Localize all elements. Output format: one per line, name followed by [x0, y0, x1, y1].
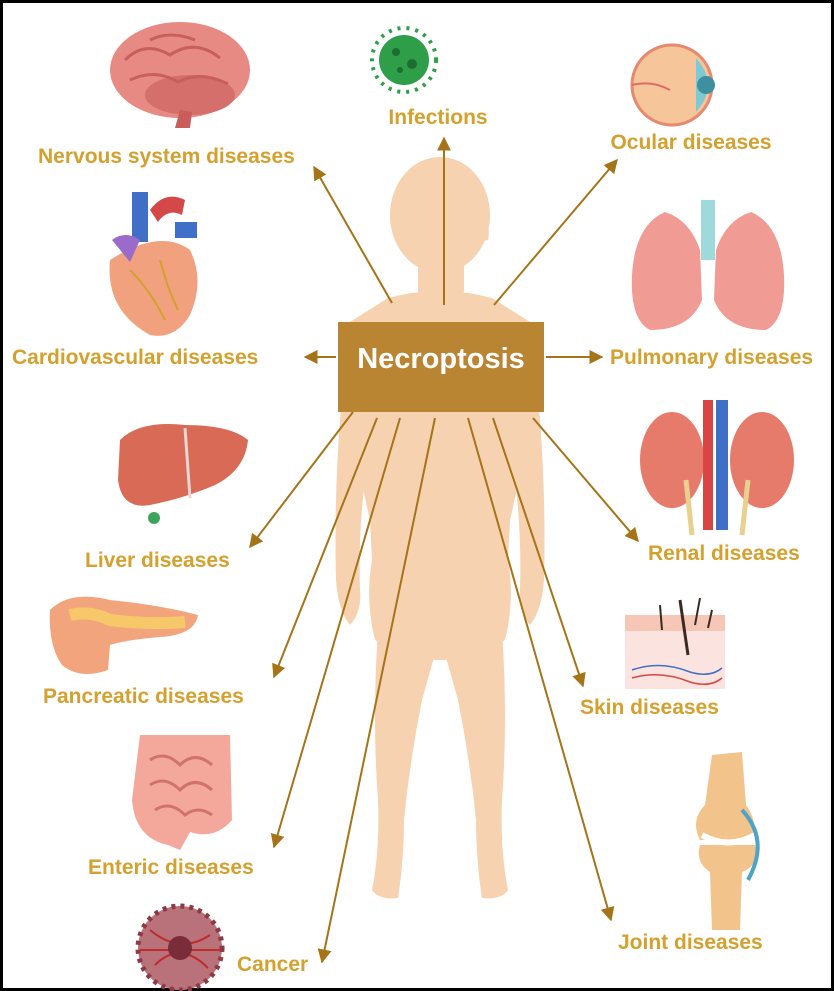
- label-infections: Infections: [388, 106, 487, 129]
- tumor-icon: [138, 906, 222, 990]
- label-enteric: Enteric diseases: [88, 856, 254, 879]
- center-label: Necroptosis: [357, 343, 525, 375]
- label-skin: Skin diseases: [580, 696, 719, 719]
- label-liver: Liver diseases: [85, 549, 230, 572]
- eye-icon: [632, 45, 715, 125]
- label-nervous-system: Nervous system diseases: [38, 145, 295, 168]
- label-pulmonary: Pulmonary diseases: [610, 346, 813, 369]
- label-cancer: Cancer: [237, 953, 308, 976]
- label-cardiovascular: Cardiovascular diseases: [12, 346, 258, 369]
- label-renal: Renal diseases: [648, 542, 800, 565]
- label-joint: Joint diseases: [618, 931, 763, 954]
- label-pancreatic: Pancreatic diseases: [43, 685, 244, 708]
- label-ocular: Ocular diseases: [610, 131, 771, 154]
